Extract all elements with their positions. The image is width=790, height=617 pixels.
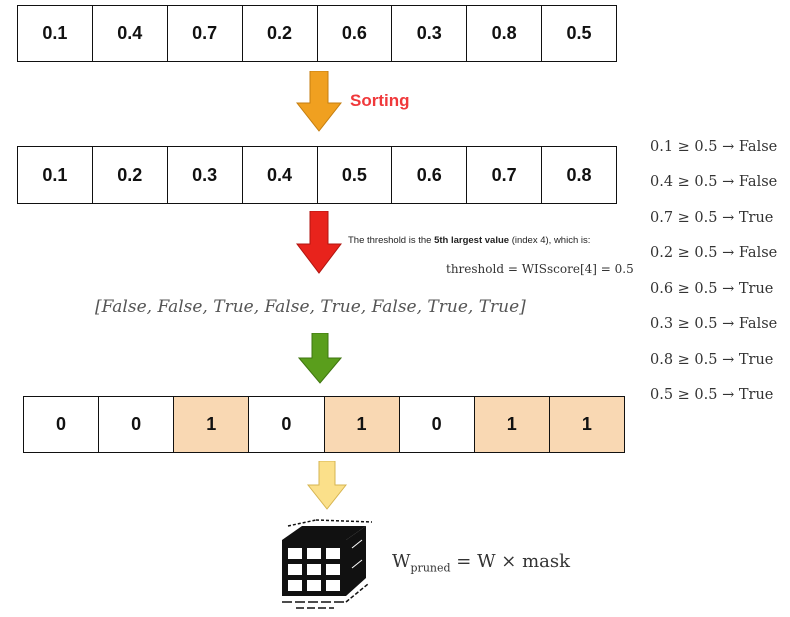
comparison-item: 0.3 ≥ 0.5 → False [650,316,778,332]
comparison-item: 0.1 ≥ 0.5 → False [650,139,778,155]
original-value-cell: 0.8 [467,6,543,61]
threshold-description-prefix: The threshold is the [348,235,435,246]
formula-subscript: pruned [410,561,451,575]
comparison-item: 0.4 ≥ 0.5 → False [650,174,778,190]
mask-cell: 1 [324,397,400,452]
mask-cell: 1 [174,397,250,452]
boolean-list: [False, False, True, False, True, False,… [95,297,526,317]
sorted-value-cell: 0.4 [243,147,318,203]
mask-cell: 0 [400,397,475,452]
original-value-cell: 0.3 [392,6,468,61]
mask-cell: 1 [474,397,550,452]
formula-w: W [392,551,411,572]
sorted-value-cell: 0.7 [467,147,543,203]
threshold-description-bold: 5th largest value [434,235,510,246]
down-arrow-icon [296,71,342,132]
comparison-item: 0.5 ≥ 0.5 → True [650,387,774,403]
down-arrow-icon [296,211,342,274]
sorted-value-cell: 0.8 [566,164,592,185]
original-value-cell: 0.7 [168,6,243,61]
sorted-value-cell: 0.6 [392,147,468,203]
original-values-row: 0.1 0.4 0.7 0.2 0.6 0.3 0.8 0.5 [17,5,617,62]
original-value-cell: 0.4 [93,6,168,61]
mask-cell: 0 [99,397,175,452]
down-arrow-icon [298,333,342,384]
cube-grid-icon [282,519,373,609]
threshold-description: The threshold is the 5th largest value (… [348,235,590,246]
mask-cell: 0 [24,397,100,452]
sorted-value-cell: 0.5 [318,147,393,203]
comparison-item: 0.2 ≥ 0.5 → False [650,245,778,261]
comparison-item: 0.7 ≥ 0.5 → True [650,210,774,226]
comparison-item: 0.6 ≥ 0.5 → True [650,281,774,297]
original-value-cell: 0.2 [243,6,318,61]
mask-cell: 0 [249,397,325,452]
mask-cell: 1 [549,397,624,452]
sorted-value-cell: 0.2 [93,147,168,203]
down-arrow-icon [307,461,347,510]
sorted-values-row: 0.1 0.2 0.3 0.4 0.5 0.6 0.7 0.8 [17,146,617,204]
threshold-equation: threshold = WISscore[4] = 0.5 [446,262,634,276]
pruned-weight-formula: Wpruned = W × mask [392,551,570,575]
formula-rest: = W × mask [450,551,571,572]
threshold-description-suffix: (index 4), which is: [509,235,591,246]
sorted-value-cell: 0.3 [168,147,243,203]
original-value-cell: 0.5 [566,23,592,43]
original-value-cell: 0.6 [318,6,393,61]
original-value-cell: 0.1 [18,6,93,61]
comparison-item: 0.8 ≥ 0.5 → True [650,352,774,368]
mask-row: 0 0 1 0 1 0 1 1 [23,396,625,453]
sorting-label: Sorting [350,91,410,110]
sorted-value-cell: 0.1 [18,147,93,203]
